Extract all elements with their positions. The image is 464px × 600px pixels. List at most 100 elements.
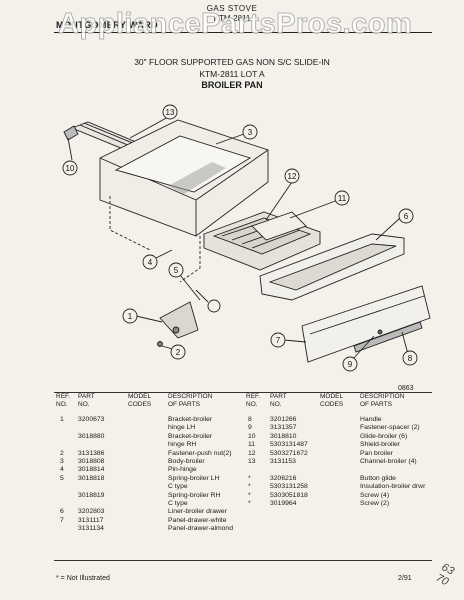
diagram-ref-code: 0863 [398, 385, 414, 392]
description-cell: Bracket-broiler [168, 432, 213, 440]
table-row: * 3019964 Screw (2) [246, 500, 432, 508]
description-cell: Handle [360, 416, 382, 423]
part-number-cell: 3131357 [270, 424, 297, 432]
part-push-nut [157, 341, 163, 347]
callout-4 [142, 254, 158, 270]
description-cell: C type [168, 483, 188, 491]
part-number-cell: 5303131258 [270, 483, 308, 491]
col-header-model: MODEL CODES [320, 393, 344, 408]
table-row: C type [56, 483, 242, 491]
description-cell: Channel-broiler (4) [360, 457, 417, 465]
footer-date: 2/91 [398, 575, 412, 582]
table-bottom-rule [54, 560, 432, 561]
page-title-line2: KTM-2811 LOT A [199, 69, 265, 79]
table-row: 9 3131357 Fastener-spacer (2) [246, 424, 432, 432]
col-header-part: PART NO. [78, 393, 95, 408]
description-cell: hinge LH [168, 424, 196, 432]
part-number-cell: 3018880 [78, 432, 105, 440]
callout-label: 10 [66, 164, 75, 173]
ref-cell: 4 [60, 466, 64, 474]
callout-8 [402, 350, 418, 366]
callout-label: 11 [338, 194, 347, 203]
header-rule [54, 32, 432, 33]
table-row: hinge RH [56, 441, 242, 449]
part-number-cell: 3018818 [78, 474, 105, 482]
watermark-logo: AppliancePartsPros.com [57, 8, 413, 41]
description-cell: Fastener-spacer (2) [360, 424, 420, 432]
part-glide [63, 125, 79, 141]
table-row: * 5303051818 Screw (4) [246, 492, 432, 500]
part-spring [207, 299, 221, 313]
callout-label: 3 [248, 128, 253, 137]
description-cell: Body-broiler [168, 457, 205, 465]
table-row [246, 466, 432, 474]
description-cell: Insulation-broiler drwr [360, 483, 426, 491]
col-header-ref: REF. NO. [246, 393, 261, 408]
table-row: * 3206216 Button glide [246, 475, 432, 483]
header-category: GAS STOVE [206, 4, 258, 13]
part-number-cell: 5303271672 [270, 449, 308, 457]
page-title-line1: 30" FLOOR SUPPORTED GAS NON S/C SLIDE-IN [134, 57, 330, 67]
callout-10 [62, 160, 78, 176]
part-number-cell: 3202803 [78, 508, 105, 516]
col-header-ref: REF. NO. [56, 393, 71, 408]
description-cell: C type [168, 499, 188, 507]
col-header-desc: DESCRIPTION OF PARTS [168, 393, 213, 408]
ref-cell: 11 [248, 441, 256, 449]
callouts [62, 104, 418, 372]
callout-label: 13 [166, 108, 175, 117]
description-cell: Shield-broiler [360, 441, 401, 449]
callout-11 [334, 190, 350, 206]
ref-cell: 10 [248, 432, 256, 440]
col-header-desc: DESCRIPTION OF PARTS [360, 393, 405, 408]
ref-cell: * [248, 499, 251, 507]
callout-label: 2 [176, 348, 181, 357]
ref-cell: 9 [248, 424, 252, 432]
col-header-part: PART NO. [270, 393, 287, 408]
ref-cell: * [248, 491, 251, 499]
description-cell: Screw (2) [360, 499, 390, 507]
part-number-cell: 3019964 [270, 499, 297, 507]
callout-label: 6 [404, 212, 409, 221]
callout-7 [270, 332, 286, 348]
description-cell: hinge RH [168, 441, 197, 449]
ref-cell: * [248, 474, 251, 482]
ref-cell: 1 [60, 416, 64, 423]
description-cell: Panel-drawer-almond [168, 525, 233, 533]
part-hinge-bracket [159, 301, 199, 339]
ref-cell: 6 [60, 508, 64, 516]
ref-cell: 5 [60, 474, 64, 482]
ref-cell: 13 [248, 457, 256, 465]
header-model: KTM-2811 [213, 14, 251, 23]
col-header-model: MODEL CODES [128, 393, 152, 408]
header-brand: MONTGOMERY WARD [56, 20, 158, 30]
callout-3 [242, 124, 258, 140]
callout-13 [162, 104, 178, 120]
part-number-cell: 3206216 [270, 474, 297, 482]
part-handle [353, 321, 423, 353]
description-cell: Button glide [360, 474, 396, 482]
callout-2 [170, 344, 186, 360]
callout-label: 4 [148, 258, 153, 267]
description-cell: Pin-hinge [168, 466, 197, 474]
ref-cell: 8 [248, 416, 252, 423]
part-number-cell: 5303051818 [270, 491, 308, 499]
description-cell: Panel-drawer-white [168, 516, 227, 524]
part-number-cell: 3018808 [78, 457, 105, 465]
description-cell: Screw (4) [360, 491, 390, 499]
